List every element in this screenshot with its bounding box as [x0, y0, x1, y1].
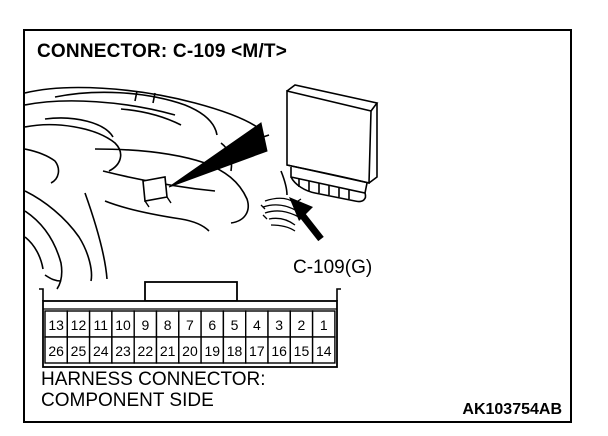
pin-number: 22	[138, 343, 154, 359]
diagram-title: CONNECTOR: C-109 <M/T>	[37, 41, 288, 62]
pin-number: 14	[316, 343, 332, 359]
pin-number: 6	[208, 317, 216, 333]
footer-line-2: COMPONENT SIDE	[41, 390, 214, 411]
pin-number: 5	[231, 317, 239, 333]
pin-number: 21	[160, 343, 176, 359]
pin-number: 23	[115, 343, 131, 359]
dashboard-drawing	[25, 86, 270, 290]
pin-number: 25	[71, 343, 87, 359]
footer-line-1: HARNESS CONNECTOR:	[41, 369, 266, 390]
pin-number: 4	[253, 317, 261, 333]
ecu-unit-drawing	[280, 84, 379, 203]
pin-number: 16	[271, 343, 287, 359]
pin-number: 1	[320, 317, 328, 333]
pin-number: 17	[249, 343, 265, 359]
pin-number: 3	[275, 317, 283, 333]
pin-number: 26	[48, 343, 64, 359]
diagram-frame: CONNECTOR: C-109 <M/T>	[23, 29, 572, 423]
pin-number: 18	[227, 343, 243, 359]
pointer-arrow	[289, 197, 324, 242]
pin-number: 20	[182, 343, 198, 359]
connector-callout-label: C-109(G)	[293, 257, 373, 278]
zoom-beam	[169, 123, 267, 187]
pin-number: 24	[93, 343, 109, 359]
pin-number: 15	[294, 343, 310, 359]
dash-connector-icon	[142, 176, 172, 208]
figure-code: AK103754AB	[462, 401, 562, 418]
pin-number: 10	[115, 317, 131, 333]
pin-number: 8	[164, 317, 172, 333]
pin-number: 19	[204, 343, 220, 359]
pin-number: 7	[186, 317, 194, 333]
harness-connector-note: HARNESS CONNECTOR: COMPONENT SIDE	[41, 369, 266, 411]
pin-cavity	[311, 336, 336, 364]
pin-number: 2	[298, 317, 306, 333]
pin-number: 11	[93, 317, 108, 333]
pin-number: 13	[48, 317, 64, 333]
pin-number: 12	[71, 317, 87, 333]
pin-number: 9	[141, 317, 149, 333]
